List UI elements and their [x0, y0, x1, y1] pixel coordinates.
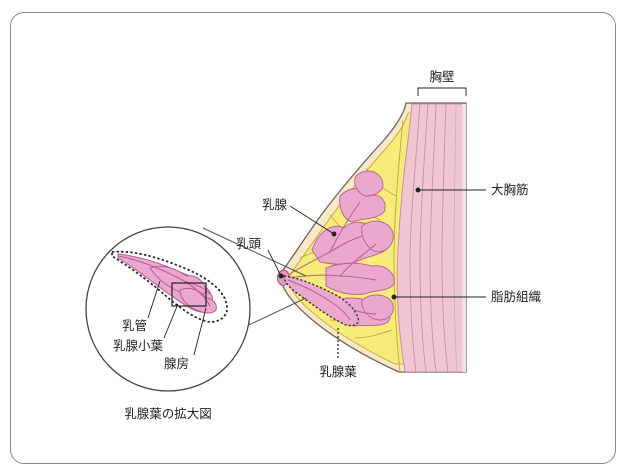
label-pectoralis-major: 大胸筋 — [491, 182, 529, 197]
breast-cross-section — [276, 102, 467, 373]
leader-lines — [267, 87, 486, 360]
lobe-magnified-inset — [85, 226, 307, 392]
highlighted-lobe — [283, 275, 360, 327]
inset-caption: 乳腺葉の拡大図 — [124, 406, 212, 421]
label-duct: 乳管 — [122, 318, 147, 333]
lobule-box — [171, 282, 207, 307]
pectoralis-muscle-band — [393, 103, 466, 372]
magnifier-circle — [85, 226, 251, 392]
label-lobe: 乳腺葉 — [319, 364, 357, 379]
label-nipple: 乳頭 — [236, 236, 262, 251]
label-mammary-gland: 乳腺 — [262, 197, 288, 212]
label-acinus: 腺房 — [164, 356, 189, 371]
label-chest-wall: 胸壁 — [429, 69, 454, 84]
gland-lobes — [311, 170, 395, 327]
label-lobule: 乳腺小葉 — [113, 338, 164, 353]
label-adipose-tissue: 脂肪組織 — [491, 289, 542, 304]
